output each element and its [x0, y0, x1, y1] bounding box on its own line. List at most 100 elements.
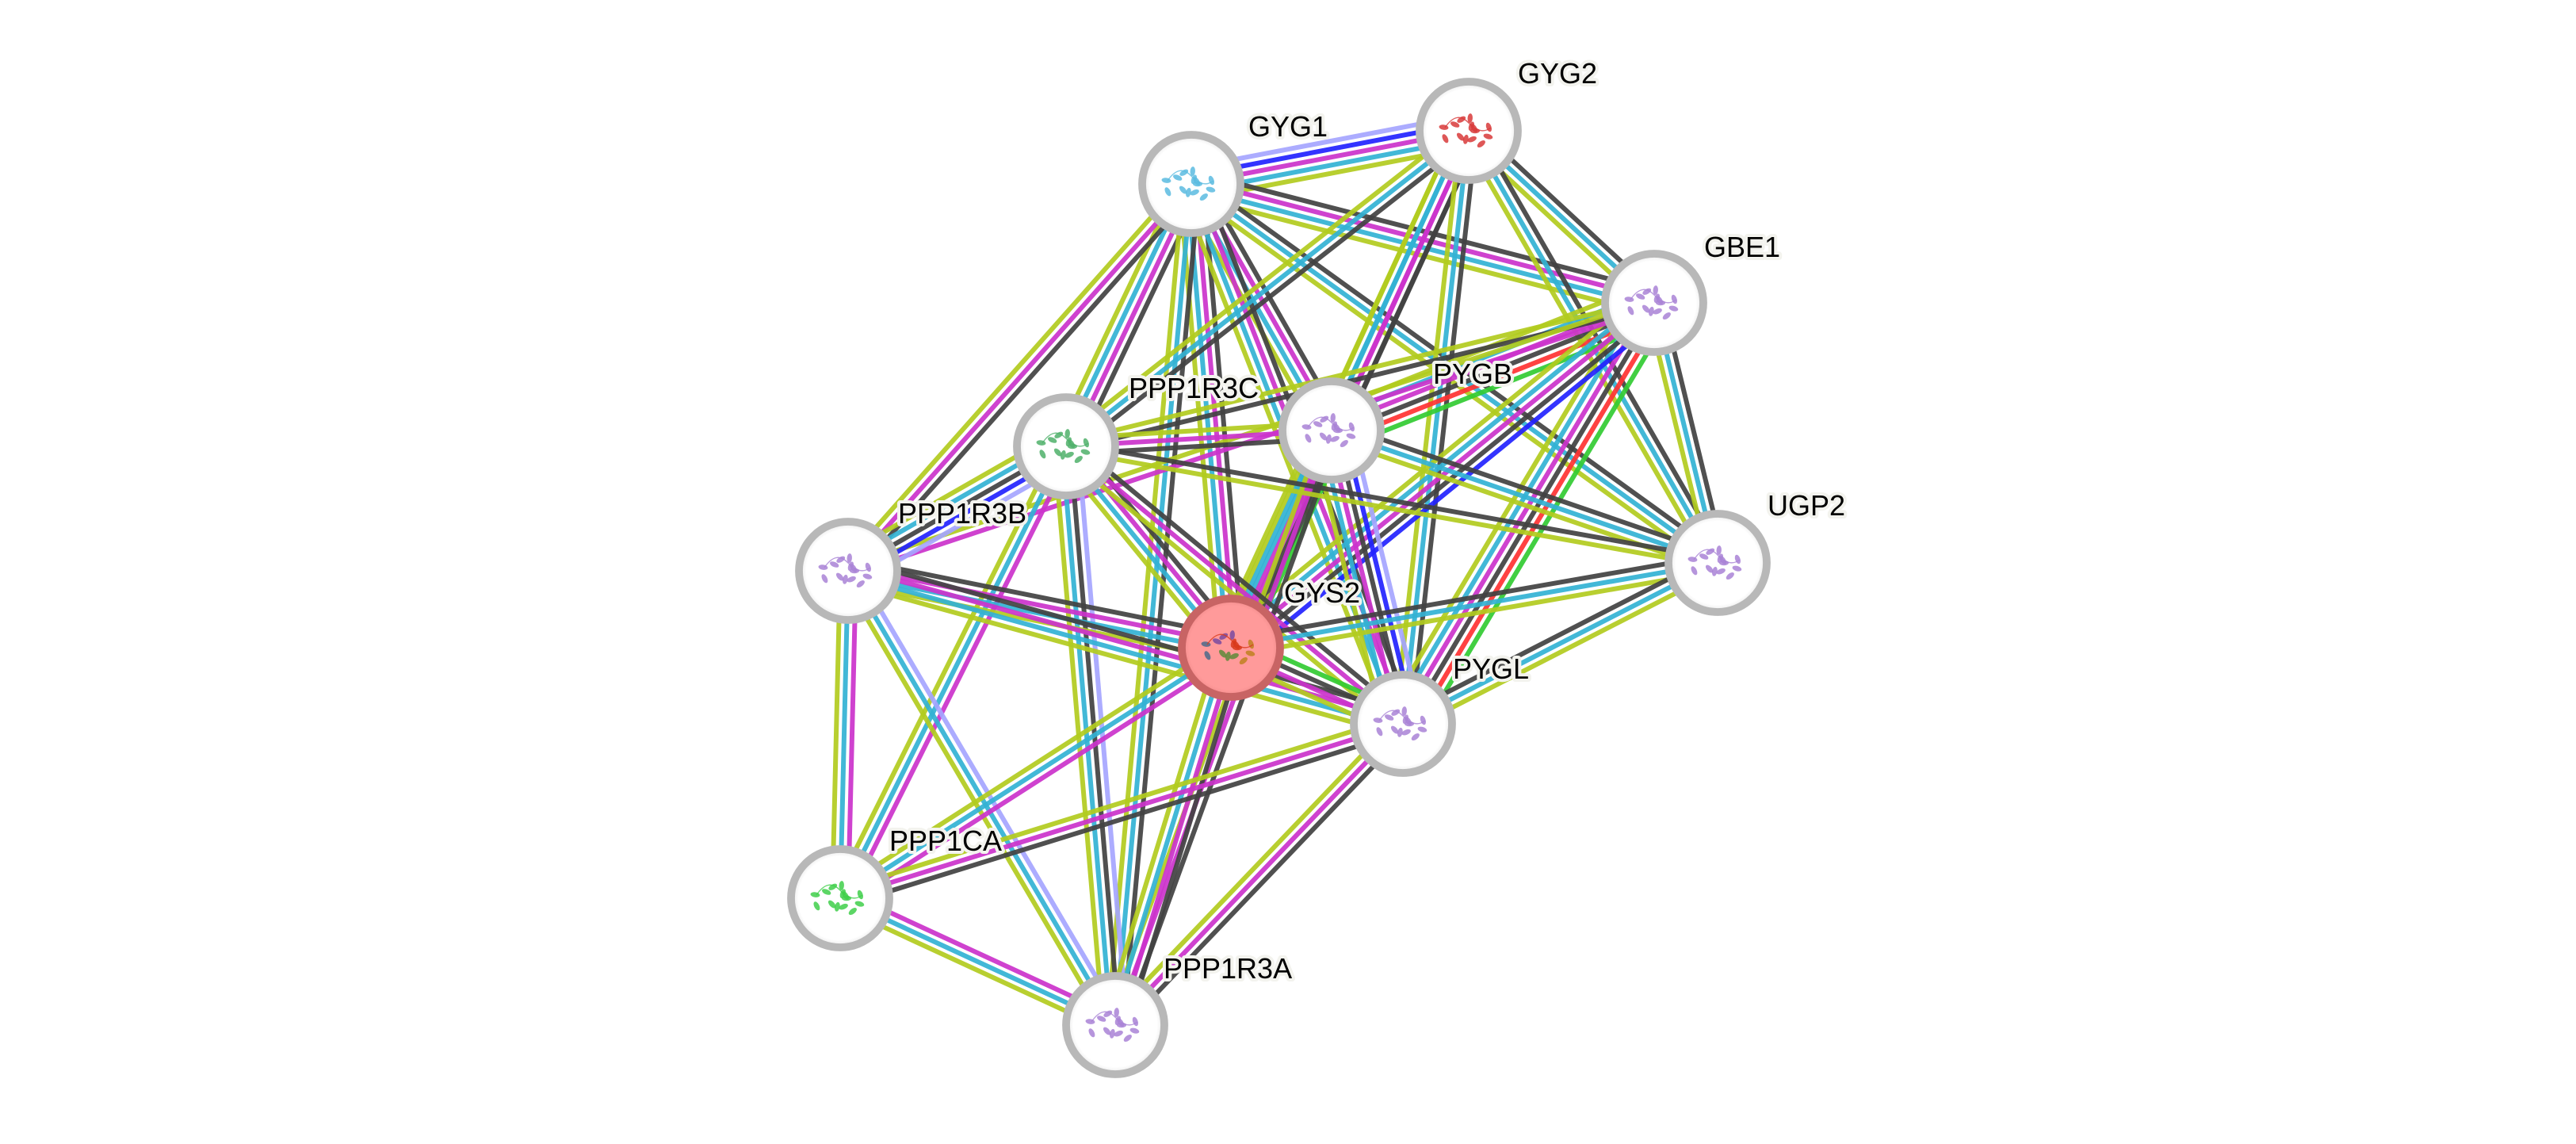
structure-helix — [1653, 285, 1658, 296]
edges-layer — [830, 113, 1728, 1035]
edge-GYG1-PPP1R3B[interactable] — [840, 177, 1199, 578]
edge-PYGL-PPP1CA[interactable] — [837, 714, 1406, 909]
edge-line-coexpression — [1404, 304, 1660, 728]
node-label-pygb: PYGB — [1433, 358, 1512, 390]
structure-helix — [1401, 706, 1407, 717]
protein-structure-multicolor-icon — [1201, 630, 1256, 665]
edge-PYGL-UGP2[interactable] — [1398, 553, 1722, 733]
edge-PPP1R3C-PPP1CA[interactable] — [831, 442, 1076, 903]
node-pygb[interactable] — [1278, 377, 1385, 484]
edge-line-textmining — [1064, 447, 1718, 569]
edge-line-textmining — [840, 177, 1187, 568]
edge-line-databases — [1064, 128, 1470, 449]
structure-helix — [1206, 186, 1216, 193]
structure-helix — [1103, 1027, 1111, 1035]
node-circle[interactable] — [1178, 595, 1284, 701]
edge-line-coexpression — [1398, 553, 1715, 719]
edge-line-databases — [846, 572, 1403, 730]
edge-line-textmining — [1064, 297, 1654, 446]
node-ppp1r3b[interactable] — [795, 518, 901, 624]
edge-PPP1R3C-UGP2[interactable] — [1064, 440, 1719, 569]
edge-line-textmining — [1405, 568, 1722, 733]
edge-line-homology — [1075, 445, 1129, 1024]
node-pygl[interactable] — [1350, 671, 1456, 777]
structure-helix — [862, 573, 873, 580]
structure-helix — [1636, 293, 1645, 300]
structure-loop — [1444, 117, 1492, 132]
structure-loop — [1206, 633, 1254, 649]
node-label-gbe1: GBE1 — [1704, 231, 1780, 263]
structure-helix — [1442, 134, 1449, 143]
edge-GYS2-UGP2[interactable] — [1229, 553, 1720, 658]
structure-helix — [1705, 564, 1714, 573]
structure-helix — [1123, 1034, 1132, 1043]
node-ppp1ca[interactable] — [787, 845, 893, 951]
structure-helix — [835, 572, 844, 581]
edge-GYG1-PPP1R3A[interactable] — [1105, 182, 1202, 1027]
edge-GYS2-PPP1R3A[interactable] — [1101, 643, 1245, 1030]
structure-helix — [1699, 553, 1709, 560]
node-gys2[interactable] — [1178, 595, 1284, 701]
edge-line-coexpression — [1333, 420, 1722, 558]
node-label-pygl: PYGL — [1453, 652, 1529, 685]
structure-loop — [1091, 1011, 1138, 1026]
edge-line-coexpression — [842, 729, 1406, 909]
edge-GYG2-PPP1R3C[interactable] — [1059, 122, 1476, 455]
structure-helix — [813, 901, 820, 911]
node-circle[interactable] — [1664, 510, 1771, 616]
structure-helix — [1179, 186, 1187, 194]
edge-GYS2-PPP1CA[interactable] — [834, 639, 1237, 907]
structure-loop — [1630, 289, 1677, 304]
node-circle[interactable] — [1350, 671, 1456, 777]
protein-structure-purple-icon — [1301, 413, 1356, 448]
node-label-gys2: GYS2 — [1284, 576, 1360, 609]
edge-line-databases — [1109, 645, 1230, 1025]
node-circle[interactable] — [1601, 250, 1707, 356]
edge-line-textmining — [1105, 182, 1187, 1025]
edge-line-textmining — [834, 639, 1229, 894]
structure-helix — [1313, 421, 1323, 427]
node-circle[interactable] — [1062, 972, 1168, 1078]
structure-loop — [1167, 170, 1214, 185]
edge-line-coexpression — [850, 557, 1234, 639]
edge-GYG2-PYGL[interactable] — [1393, 129, 1479, 725]
structure-helix — [1179, 169, 1189, 176]
edge-PPP1R3B-PPP1CA[interactable] — [830, 570, 858, 899]
structure-helix — [839, 903, 848, 910]
node-gyg2[interactable] — [1416, 78, 1522, 184]
node-gyg1[interactable] — [1138, 131, 1244, 237]
node-circle[interactable] — [1013, 393, 1119, 499]
structure-helix — [1061, 450, 1066, 460]
node-gbe1[interactable] — [1601, 250, 1707, 356]
structure-helix — [1129, 1027, 1140, 1034]
protein-structure-green-icon — [810, 881, 865, 916]
structure-helix — [1463, 134, 1469, 144]
structure-helix — [1114, 1030, 1123, 1037]
edge-line-coexpression — [1124, 650, 1245, 1030]
edge-line-experiments — [1064, 444, 1405, 726]
edge-line-coexpression — [1120, 184, 1202, 1027]
protein-structure-purple-icon — [1373, 706, 1428, 741]
structure-helix — [822, 889, 831, 895]
structure-helix — [1039, 450, 1046, 459]
node-circle[interactable] — [1416, 78, 1522, 184]
node-circle[interactable] — [795, 518, 901, 624]
structure-helix — [1326, 434, 1332, 444]
node-ppp1r3c[interactable] — [1013, 393, 1119, 499]
node-circle[interactable] — [1278, 377, 1385, 484]
edge-line-databases — [839, 645, 1233, 901]
node-ugp2[interactable] — [1664, 510, 1771, 616]
structure-helix — [1190, 166, 1195, 177]
node-circle[interactable] — [1138, 131, 1244, 237]
node-label-ppp1r3c: PPP1R3C — [1129, 372, 1259, 404]
structure-helix — [835, 901, 840, 912]
node-label-ppp1r3a: PPP1R3A — [1164, 952, 1292, 985]
structure-helix — [1054, 431, 1064, 438]
node-ppp1r3a[interactable] — [1062, 972, 1168, 1078]
edge-line-databases — [838, 570, 850, 899]
edge-line-databases — [1230, 561, 1718, 650]
node-circle[interactable] — [787, 845, 893, 951]
edge-PYGL-PPP1R3A[interactable] — [1107, 717, 1411, 1032]
edge-line-experiments — [1113, 721, 1405, 1027]
protein-structure-red-icon — [1439, 113, 1493, 148]
